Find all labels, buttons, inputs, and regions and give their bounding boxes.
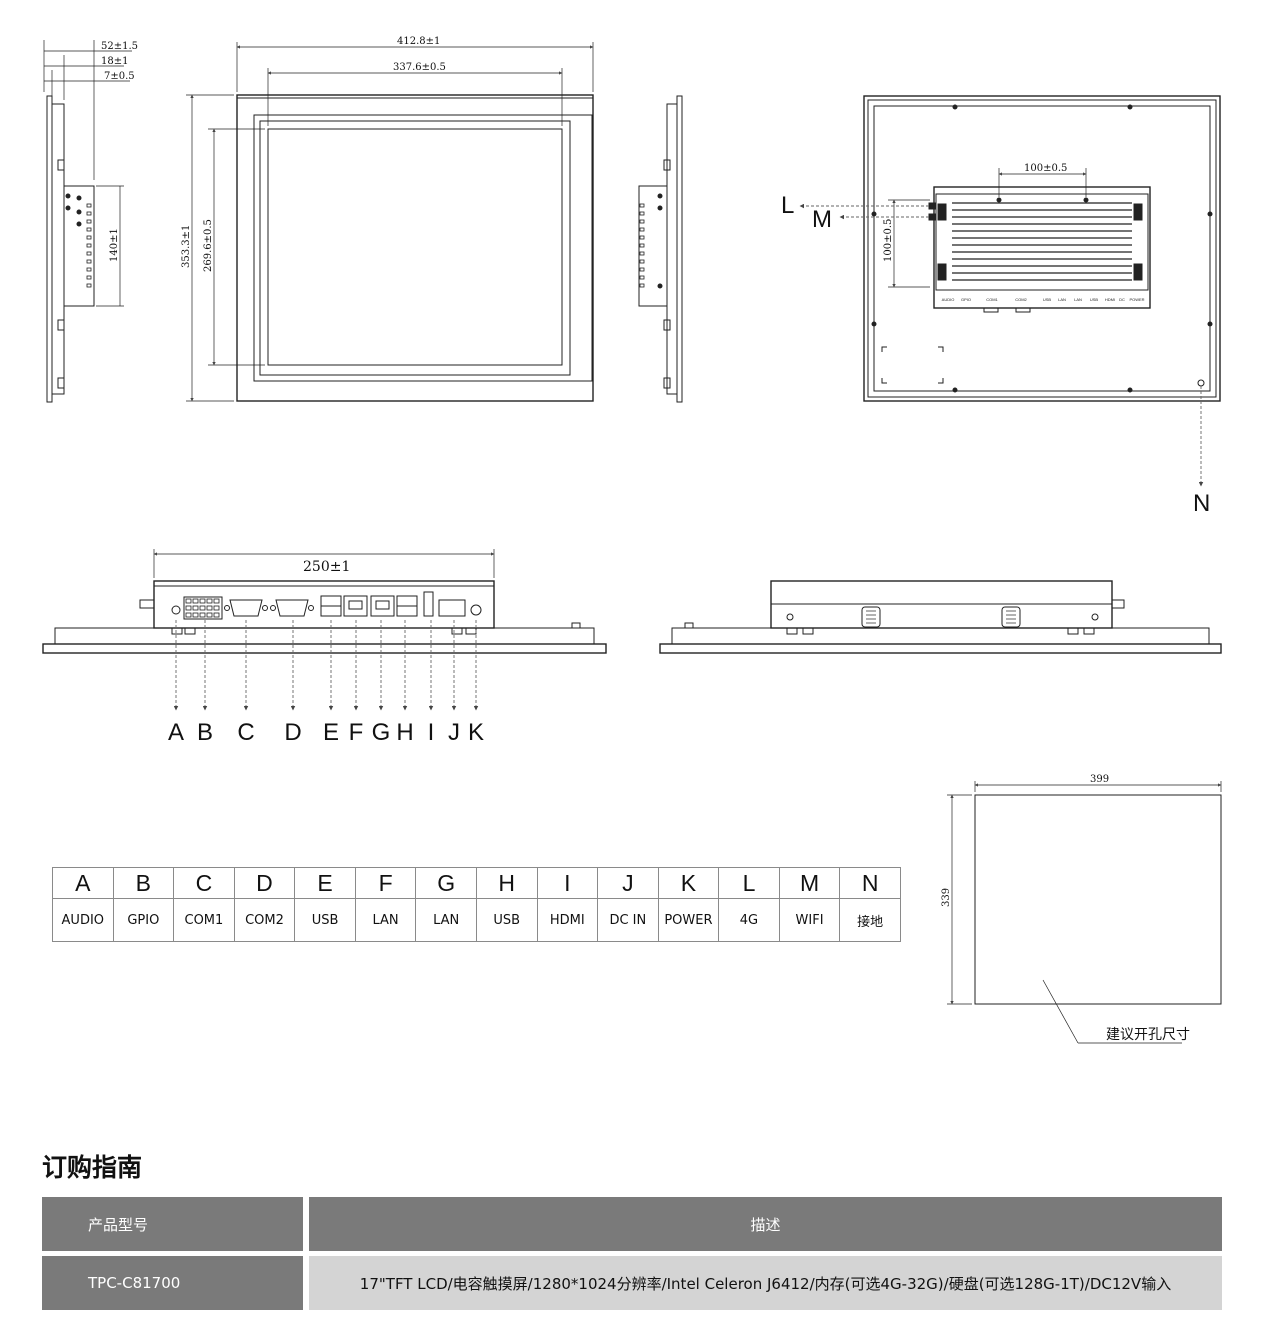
connector-name-cell: USB	[294, 898, 356, 942]
rear-port-label: COM2	[1015, 297, 1027, 302]
rear-port-label: HDMI	[1105, 297, 1115, 302]
dim-io-width: 250±1	[303, 559, 350, 575]
connector-name-cell: COM1	[173, 898, 235, 942]
connector-letter-cell: E	[294, 867, 356, 899]
order-header-row: 产品型号 描述	[42, 1197, 1222, 1251]
right-side-view	[638, 95, 683, 403]
order-col-model: 产品型号	[42, 1197, 303, 1251]
callout-letter: K	[468, 719, 484, 746]
connector-name-cell: HDMI	[536, 898, 599, 942]
callout-letter: J	[448, 719, 460, 746]
front-view	[186, 42, 594, 402]
dim-front-view-width: 337.6±0.5	[393, 62, 446, 73]
callout-n: N	[1193, 490, 1210, 517]
dim-rear-h: 100±0.5	[1024, 163, 1067, 174]
dim-side-height: 140±1	[109, 228, 120, 262]
connector-letter-cell: N	[839, 867, 901, 899]
connector-letter-cell: D	[233, 867, 296, 899]
connector-name-cell: LAN	[415, 898, 477, 942]
cutout-note: 建议开孔尺寸	[1106, 1027, 1190, 1043]
connector-letter-cell: L	[718, 867, 780, 899]
rear-port-label: LAN	[1074, 297, 1082, 302]
connector-name-cell: POWER	[657, 898, 720, 942]
dim-front-view-height: 269.6±0.5	[203, 219, 214, 272]
connector-letter-cell: J	[597, 867, 659, 899]
rear-port-label: COM1	[986, 297, 998, 302]
connector-name-cell: LAN	[354, 898, 417, 942]
connector-letter-cell: I	[536, 867, 599, 899]
dim-front-width: 412.8±1	[397, 36, 440, 47]
callout-letter: D	[284, 719, 301, 746]
order-row: TPC-C81700 17"TFT LCD/电容触摸屏/1280*1024分辨率…	[42, 1256, 1222, 1310]
callout-letter: I	[428, 719, 435, 746]
connector-name-cell: COM2	[233, 898, 296, 942]
left-side-view	[43, 40, 132, 403]
order-title: 订购指南	[42, 1153, 143, 1182]
connector-letter-cell: B	[112, 867, 175, 899]
callout-letter: F	[349, 719, 364, 746]
dim-side-b: 7±0.5	[104, 71, 135, 82]
rear-port-label: POWER	[1129, 297, 1144, 302]
dim-cutout-w: 399	[1090, 774, 1109, 785]
dim-side-a: 18±1	[101, 56, 128, 67]
callout-l: L	[781, 192, 794, 219]
io-bottom-view	[42, 549, 607, 711]
rear-port-labels: AUDIO GPIO COM1 COM2 USB LAN LAN USB HDMI DC POWER	[942, 297, 1145, 302]
connector-name-cell: DC IN	[597, 898, 659, 942]
connector-name-cell: 4G	[718, 898, 780, 942]
connector-letter-cell: A	[52, 867, 114, 899]
dim-cutout-h: 339	[941, 888, 952, 907]
connector-letter-cell: F	[354, 867, 417, 899]
callout-letter: H	[396, 719, 413, 746]
rear-port-label: DC	[1119, 297, 1125, 302]
connector-letter-cell: M	[778, 867, 841, 899]
order-desc: 17"TFT LCD/电容触摸屏/1280*1024分辨率/Intel Cele…	[309, 1256, 1222, 1310]
connector-letter-cell: H	[475, 867, 538, 899]
callout-letter: B	[197, 719, 213, 746]
rear-view	[799, 95, 1221, 487]
rear-port-label: GPIO	[961, 297, 971, 302]
connector-letter-cell: C	[173, 867, 235, 899]
connector-name-cell: 接地	[839, 898, 901, 942]
rear-port-label: LAN	[1058, 297, 1066, 302]
dim-side-depth: 52±1.5	[101, 41, 138, 52]
connector-name-cell: GPIO	[112, 898, 175, 942]
rear-port-label: USB	[1043, 297, 1052, 302]
connector-name-cell: USB	[475, 898, 538, 942]
top-view	[659, 580, 1222, 654]
callout-letter: G	[372, 719, 391, 746]
connector-name-cell: AUDIO	[52, 898, 114, 942]
callout-m: M	[812, 206, 832, 233]
cutout-view	[947, 781, 1222, 1044]
order-col-desc: 描述	[309, 1197, 1222, 1251]
connector-name-cell: WIFI	[778, 898, 841, 942]
rear-port-label: USB	[1090, 297, 1099, 302]
rear-port-label: AUDIO	[942, 297, 955, 302]
order-model: TPC-C81700	[42, 1256, 303, 1310]
dim-front-height: 353.3±1	[181, 225, 192, 268]
callout-letter: E	[323, 719, 339, 746]
callout-letter: A	[168, 719, 184, 746]
connector-letter-cell: K	[657, 867, 720, 899]
connector-letter-cell: G	[415, 867, 477, 899]
callout-letter: C	[237, 719, 254, 746]
order-table: 产品型号 描述 TPC-C81700 17"TFT LCD/电容触摸屏/1280…	[42, 1197, 1222, 1315]
dim-rear-v: 100±0.5	[883, 219, 894, 262]
